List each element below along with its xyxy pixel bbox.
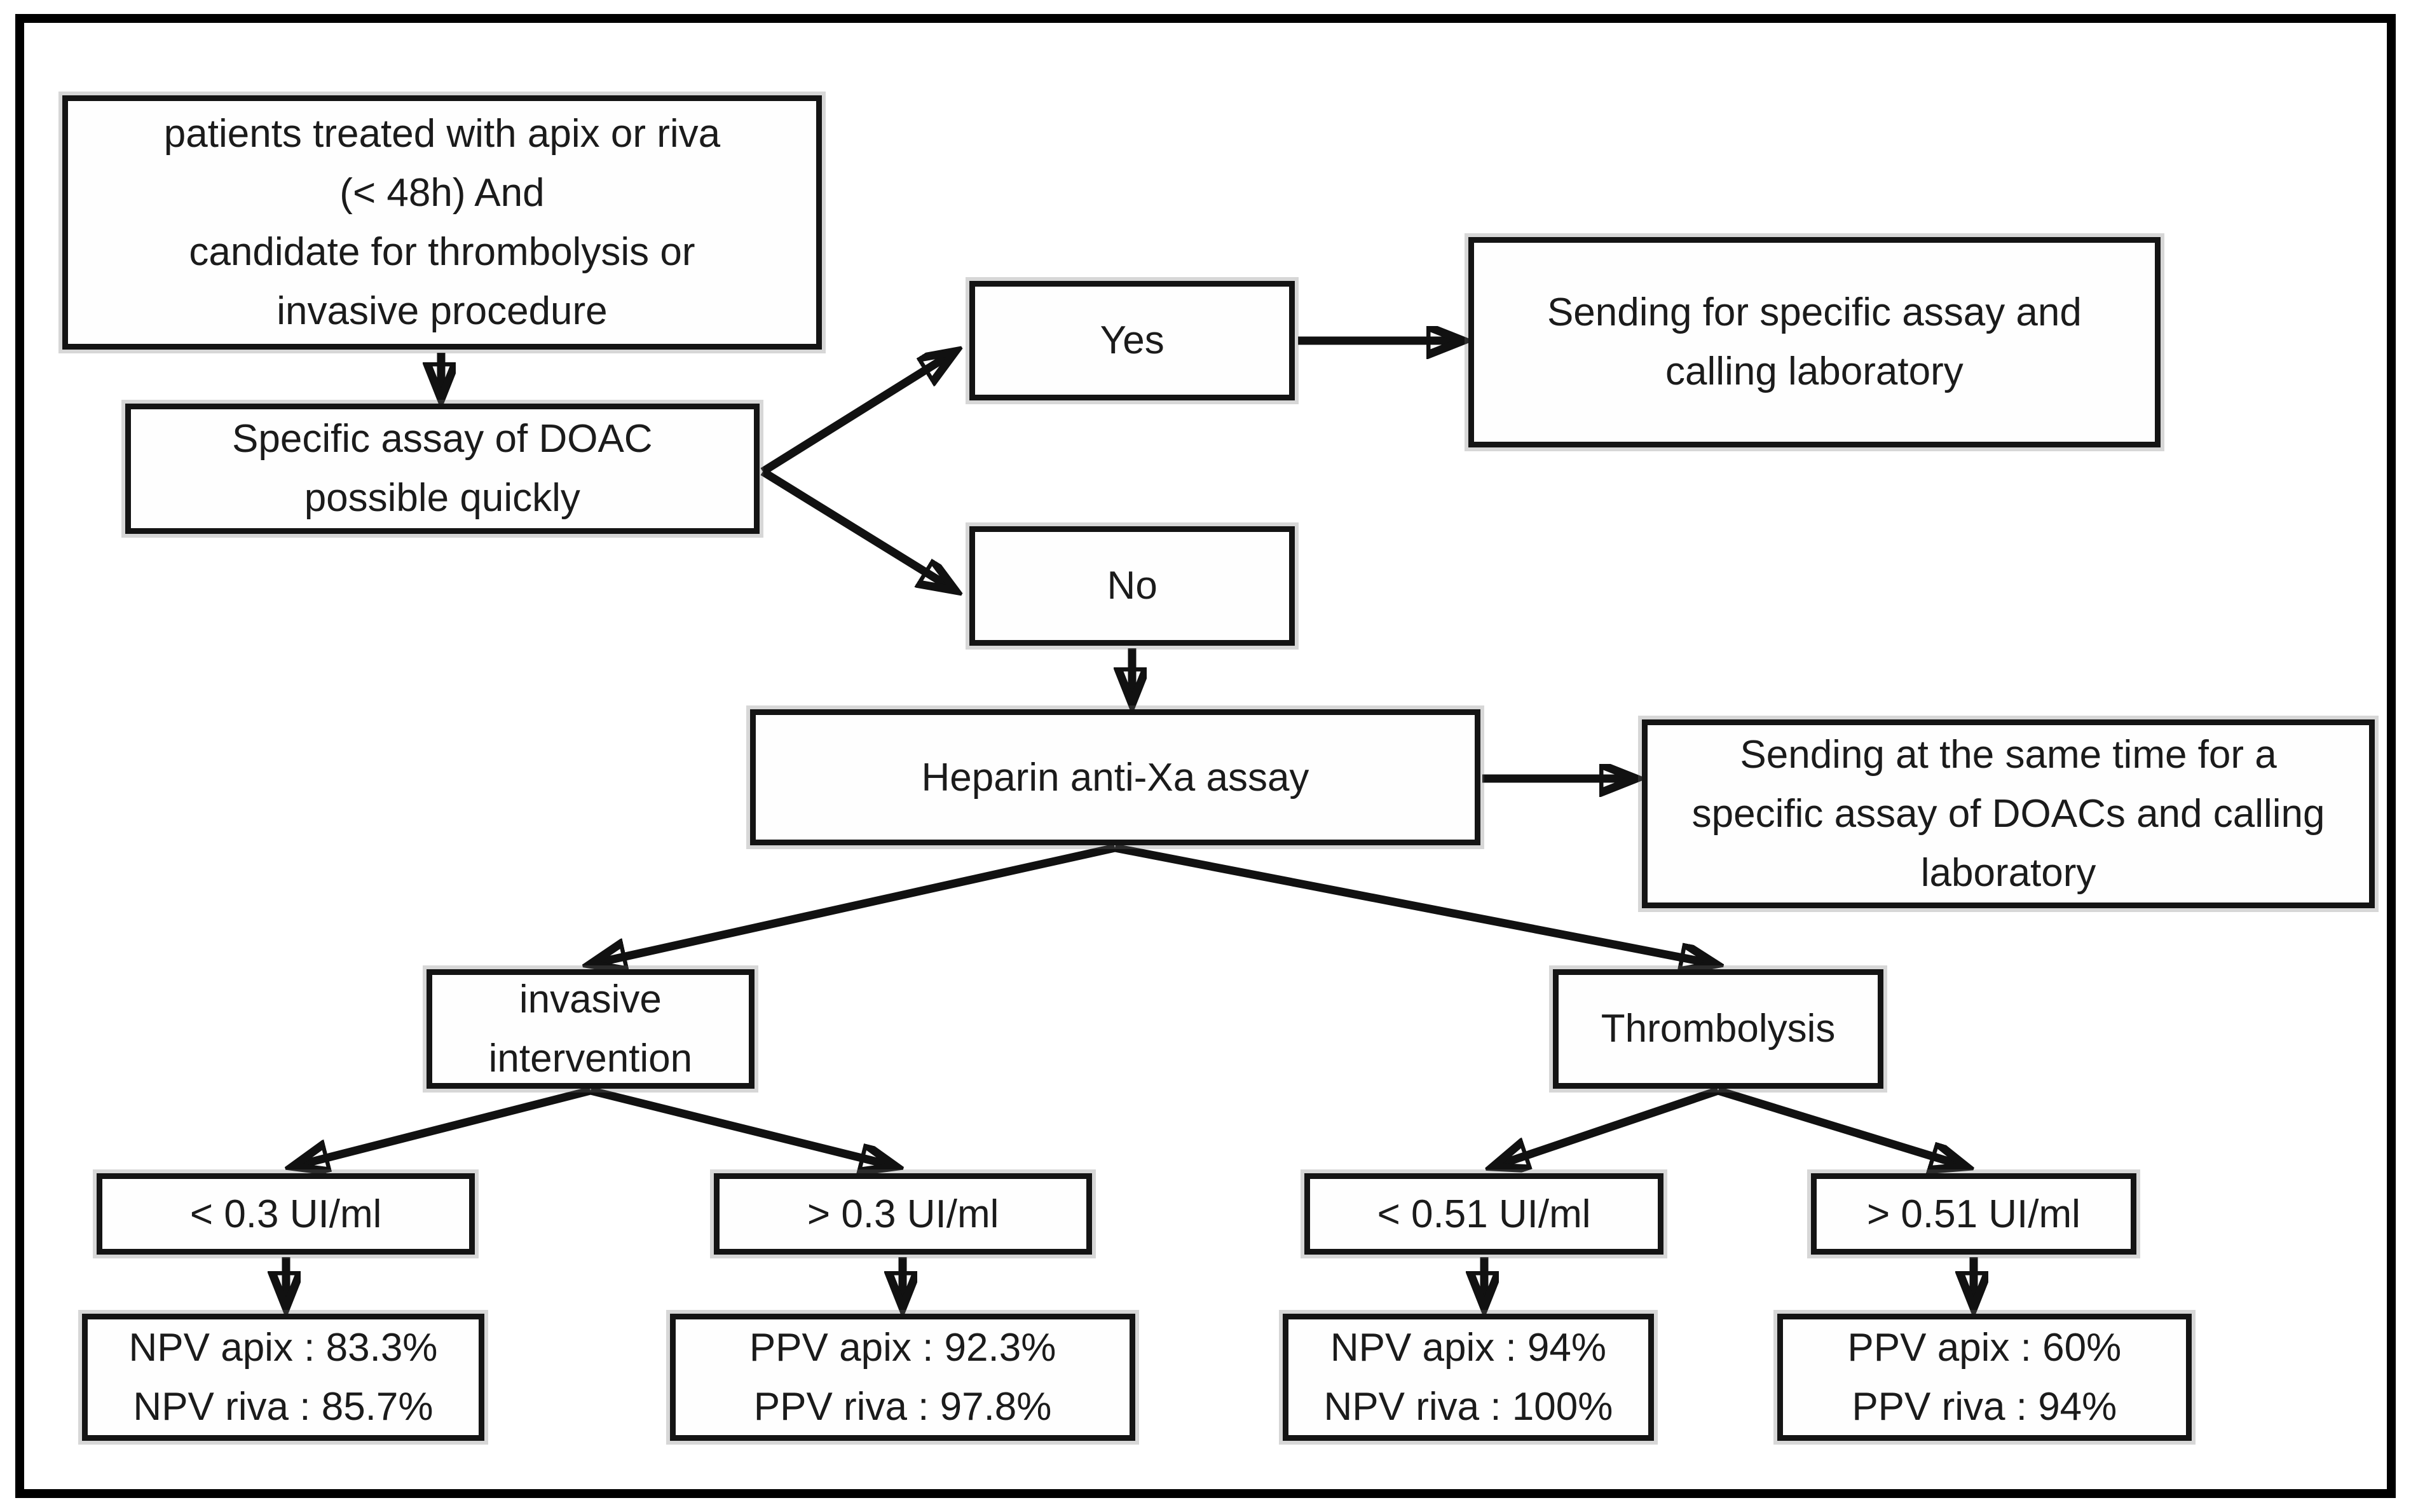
arrow-invasive-to-gt03	[589, 1086, 892, 1166]
node-yes-label: Yes	[1100, 318, 1165, 363]
node-specific-assay: Specific assay of DOAC possible quickly	[125, 403, 760, 535]
arrow-heparin-to-thrombolysis	[1114, 843, 1712, 964]
arrow-heparin-to-invasive	[594, 843, 1116, 964]
node-ppv-051-label: PPV apix : 60% PPV riva : 94%	[1847, 1326, 2122, 1429]
node-thrombolysis: Thrombolysis	[1553, 969, 1884, 1089]
node-ppv-03-label: PPV apix : 92.3% PPV riva : 97.8%	[749, 1326, 1056, 1429]
node-thrombolysis-label: Thrombolysis	[1601, 1007, 1836, 1051]
node-heparin-label: Heparin anti-Xa assay	[921, 755, 1309, 800]
node-npv-051: NPV apix : 94% NPV riva : 100%	[1282, 1314, 1654, 1441]
node-npv-051-label: NPV apix : 94% NPV riva : 100%	[1323, 1326, 1613, 1429]
node-ppv-051: PPV apix : 60% PPV riva : 94%	[1777, 1314, 2192, 1441]
node-lt-03-label: < 0.3 UI/ml	[189, 1192, 382, 1236]
node-invasive-label: invasive intervention	[488, 977, 693, 1080]
node-sending-same-time-label: Sending at the same time for a specific …	[1691, 732, 2325, 895]
node-lt-03: < 0.3 UI/ml	[97, 1173, 475, 1255]
node-invasive: invasive intervention	[426, 969, 755, 1089]
node-no: No	[969, 526, 1295, 646]
node-patients-label: patients treated with apix or riva (< 48…	[163, 112, 721, 334]
arrow-thrombolysis-to-gt051	[1717, 1086, 1963, 1166]
node-ppv-03: PPV apix : 92.3% PPV riva : 97.8%	[670, 1314, 1136, 1441]
node-specific-assay-label: Specific assay of DOAC possible quickly	[232, 417, 653, 521]
node-npv-03: NPV apix : 83.3% NPV riva : 85.7%	[81, 1314, 484, 1441]
arrow-specific-to-yes	[760, 353, 952, 475]
arrow-thrombolysis-to-lt051	[1496, 1086, 1720, 1166]
node-sending-lab-label: Sending for specific assay and calling l…	[1547, 290, 2082, 394]
node-sending-same-time: Sending at the same time for a specific …	[1642, 719, 2375, 908]
node-gt-03: > 0.3 UI/ml	[714, 1173, 1093, 1255]
node-lt-051-label: < 0.51 UI/ml	[1377, 1192, 1591, 1236]
node-gt-051: > 0.51 UI/ml	[1810, 1173, 2136, 1255]
arrow-specific-to-no	[760, 468, 952, 589]
node-npv-03-label: NPV apix : 83.3% NPV riva : 85.7%	[128, 1326, 438, 1429]
node-no-label: No	[1107, 564, 1158, 608]
node-gt-051-label: > 0.51 UI/ml	[1866, 1192, 2080, 1236]
node-heparin: Heparin anti-Xa assay	[750, 709, 1480, 846]
node-patients: patients treated with apix or riva (< 48…	[62, 95, 823, 350]
node-sending-lab: Sending for specific assay and calling l…	[1468, 237, 2161, 447]
node-lt-051: < 0.51 UI/ml	[1304, 1173, 1664, 1255]
node-yes: Yes	[969, 281, 1295, 400]
node-gt-03-label: > 0.3 UI/ml	[807, 1192, 999, 1236]
arrow-invasive-to-lt03	[296, 1086, 592, 1166]
